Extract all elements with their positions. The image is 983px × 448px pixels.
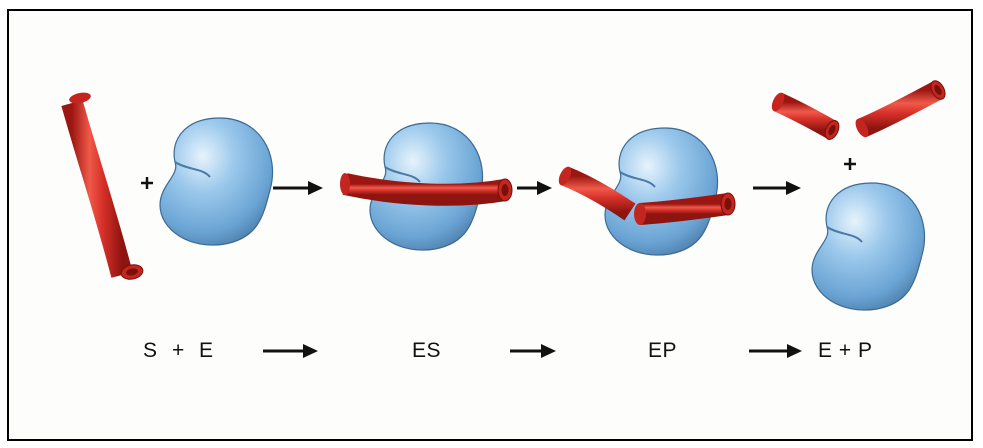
label-enzyme-product-complex: EP: [648, 339, 677, 363]
label-substrate: S: [143, 339, 158, 363]
label-enzyme-substrate-complex: ES: [412, 339, 441, 363]
product-rod-icon: [769, 91, 841, 142]
arrow-icon: [263, 344, 318, 358]
arrow-icon: [510, 344, 556, 358]
product-rod-icon: [853, 78, 948, 139]
enzyme-icon: [605, 128, 718, 255]
arrow-icon: [749, 344, 802, 358]
substrate-rod-icon: [68, 91, 144, 281]
plus-icon: [844, 158, 856, 170]
label-enzyme: E: [199, 339, 214, 363]
label-products: E + P: [818, 339, 872, 363]
enzyme-icon: [812, 183, 925, 310]
label-plus: +: [172, 339, 185, 363]
enzyme-icon: [160, 118, 273, 245]
arrow-icon: [517, 181, 552, 195]
arrow-icon: [273, 181, 323, 195]
arrow-icon: [753, 181, 801, 195]
plus-icon: [141, 177, 153, 189]
